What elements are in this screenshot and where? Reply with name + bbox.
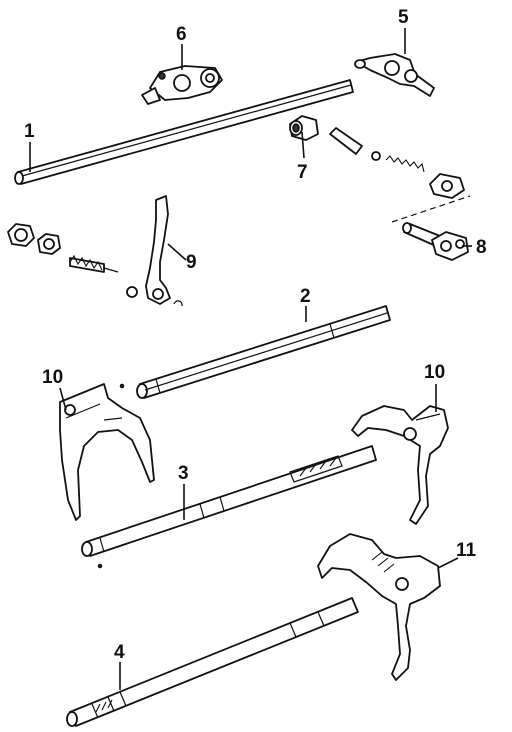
callout-2: 2 — [300, 286, 311, 307]
detent-parts — [329, 127, 465, 199]
shift-rail-1 — [14, 79, 354, 185]
shift-rail-3 — [81, 445, 377, 569]
callout-1: 1 — [24, 121, 35, 142]
callout-3: 3 — [178, 463, 189, 484]
lever-9 — [145, 195, 183, 307]
callout-7: 7 — [297, 162, 308, 183]
shift-rail-4 — [66, 597, 359, 727]
callout-11: 11 — [456, 540, 477, 561]
callout-10-left: 10 — [42, 367, 63, 388]
callout-5: 5 — [398, 7, 409, 28]
shift-rail-2 — [119, 305, 391, 399]
shift-fork-10-right — [351, 405, 449, 525]
callout-10-right: 10 — [424, 362, 445, 383]
callout-8: 8 — [476, 237, 487, 258]
callouts: 1 2 3 4 5 6 7 8 9 10 10 11 — [24, 7, 487, 663]
pin-8 — [391, 195, 471, 261]
nut-washer-group — [7, 223, 138, 298]
callout-6: 6 — [176, 24, 187, 45]
bushing-7 — [289, 115, 319, 141]
shift-fork-11 — [317, 533, 441, 681]
shift-lug-5 — [354, 53, 435, 97]
callout-9: 9 — [186, 252, 197, 273]
callout-4: 4 — [114, 642, 125, 663]
shift-lug-6 — [141, 65, 223, 105]
shift-fork-10-left — [59, 383, 155, 521]
leader-lines — [29, 28, 472, 690]
